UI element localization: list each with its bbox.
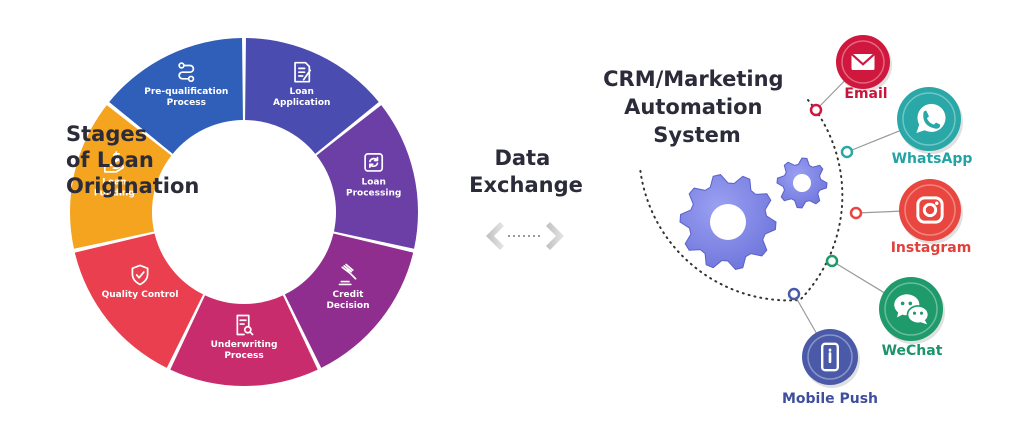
channel-label: Mobile Push <box>782 391 878 407</box>
data-exchange-line: Exchange <box>469 173 583 197</box>
instagram-icon <box>916 196 944 224</box>
shield-check-icon <box>131 264 149 286</box>
loan-stage-label-line: Processing <box>346 188 401 198</box>
data-exchange: Data Exchange <box>469 146 583 250</box>
mobile-phone-icon <box>820 342 840 372</box>
loan-stage-label-line: Underwriting <box>211 340 278 350</box>
channel-node <box>849 206 863 220</box>
loan-stage-label-line: Application <box>273 98 330 108</box>
channel-wechat: WeChat <box>825 254 945 359</box>
route-icon <box>178 62 195 83</box>
loan-stages-title: Stages of Loan Origination <box>66 122 199 198</box>
crm-title-line: Automation <box>624 95 762 119</box>
crm-title-line: CRM/Marketing <box>603 67 783 91</box>
channel-node <box>787 287 801 301</box>
loan-stage-shape <box>74 233 204 368</box>
loan-stage-label-line: Process <box>167 98 206 108</box>
gears <box>679 157 828 270</box>
channel-instagram: Instagram <box>849 179 972 256</box>
loan-stage-label-line: Quality Control <box>102 290 179 300</box>
loan-stage-label-line: Decision <box>326 301 369 311</box>
loan-stage-label: Quality Control <box>102 290 179 300</box>
gavel-icon <box>338 263 357 286</box>
channel-label: WeChat <box>882 343 943 359</box>
channel-label: WhatsApp <box>892 151 973 167</box>
channel-node <box>809 103 823 117</box>
loan-stages-title-line: Origination <box>66 174 199 198</box>
loan-stage-shape <box>70 105 172 249</box>
crm-title-line: System <box>653 123 740 147</box>
channel-whatsapp: WhatsApp <box>840 87 973 167</box>
channel-mobile-push: Mobile Push <box>782 287 878 407</box>
loan-stage-shape <box>284 233 414 368</box>
whatsapp-icon <box>916 103 946 133</box>
channel-node <box>825 254 839 268</box>
data-exchange-label: Data Exchange <box>469 146 583 197</box>
loan-stage-shape <box>245 38 379 154</box>
loan-stage-shape <box>109 38 243 154</box>
document-edit-icon <box>294 61 312 83</box>
loan-stages-title-line: Stages <box>66 122 147 146</box>
channel-email: Email <box>809 35 892 117</box>
email-icon <box>850 53 876 71</box>
crm-dotted-arc <box>639 99 844 302</box>
large-gear-icon <box>679 174 777 270</box>
crm-title: CRM/Marketing Automation System <box>603 67 791 147</box>
loan-stage-label-line: Loan <box>361 177 385 187</box>
loan-stage-label-line: Funding <box>94 188 135 198</box>
hand-dollar-icon <box>103 151 125 173</box>
double-arrow-icon <box>486 222 564 250</box>
loan-stage-label-line: Credit <box>332 290 364 300</box>
wechat-icon <box>894 294 930 325</box>
channel-node <box>840 145 854 159</box>
channel-label: Instagram <box>891 240 972 256</box>
loan-stages-title-line: of Loan <box>66 148 154 172</box>
data-exchange-line: Data <box>494 146 550 170</box>
loan-stage-label-line: Loan <box>290 87 314 97</box>
loan-stage-shape <box>316 105 418 249</box>
loan-stage-segment: Quality Control <box>74 233 204 368</box>
loan-stage-label-line: Pre-qualification <box>144 87 228 97</box>
document-search-icon <box>236 314 254 336</box>
loan-stage-label-line: Process <box>224 351 263 361</box>
refresh-icon <box>364 152 384 172</box>
channel-label: Email <box>844 86 887 102</box>
small-gear-icon <box>776 157 828 209</box>
loan-stage-label-line: Loan <box>102 177 126 187</box>
loan-stage-shape <box>170 295 318 387</box>
